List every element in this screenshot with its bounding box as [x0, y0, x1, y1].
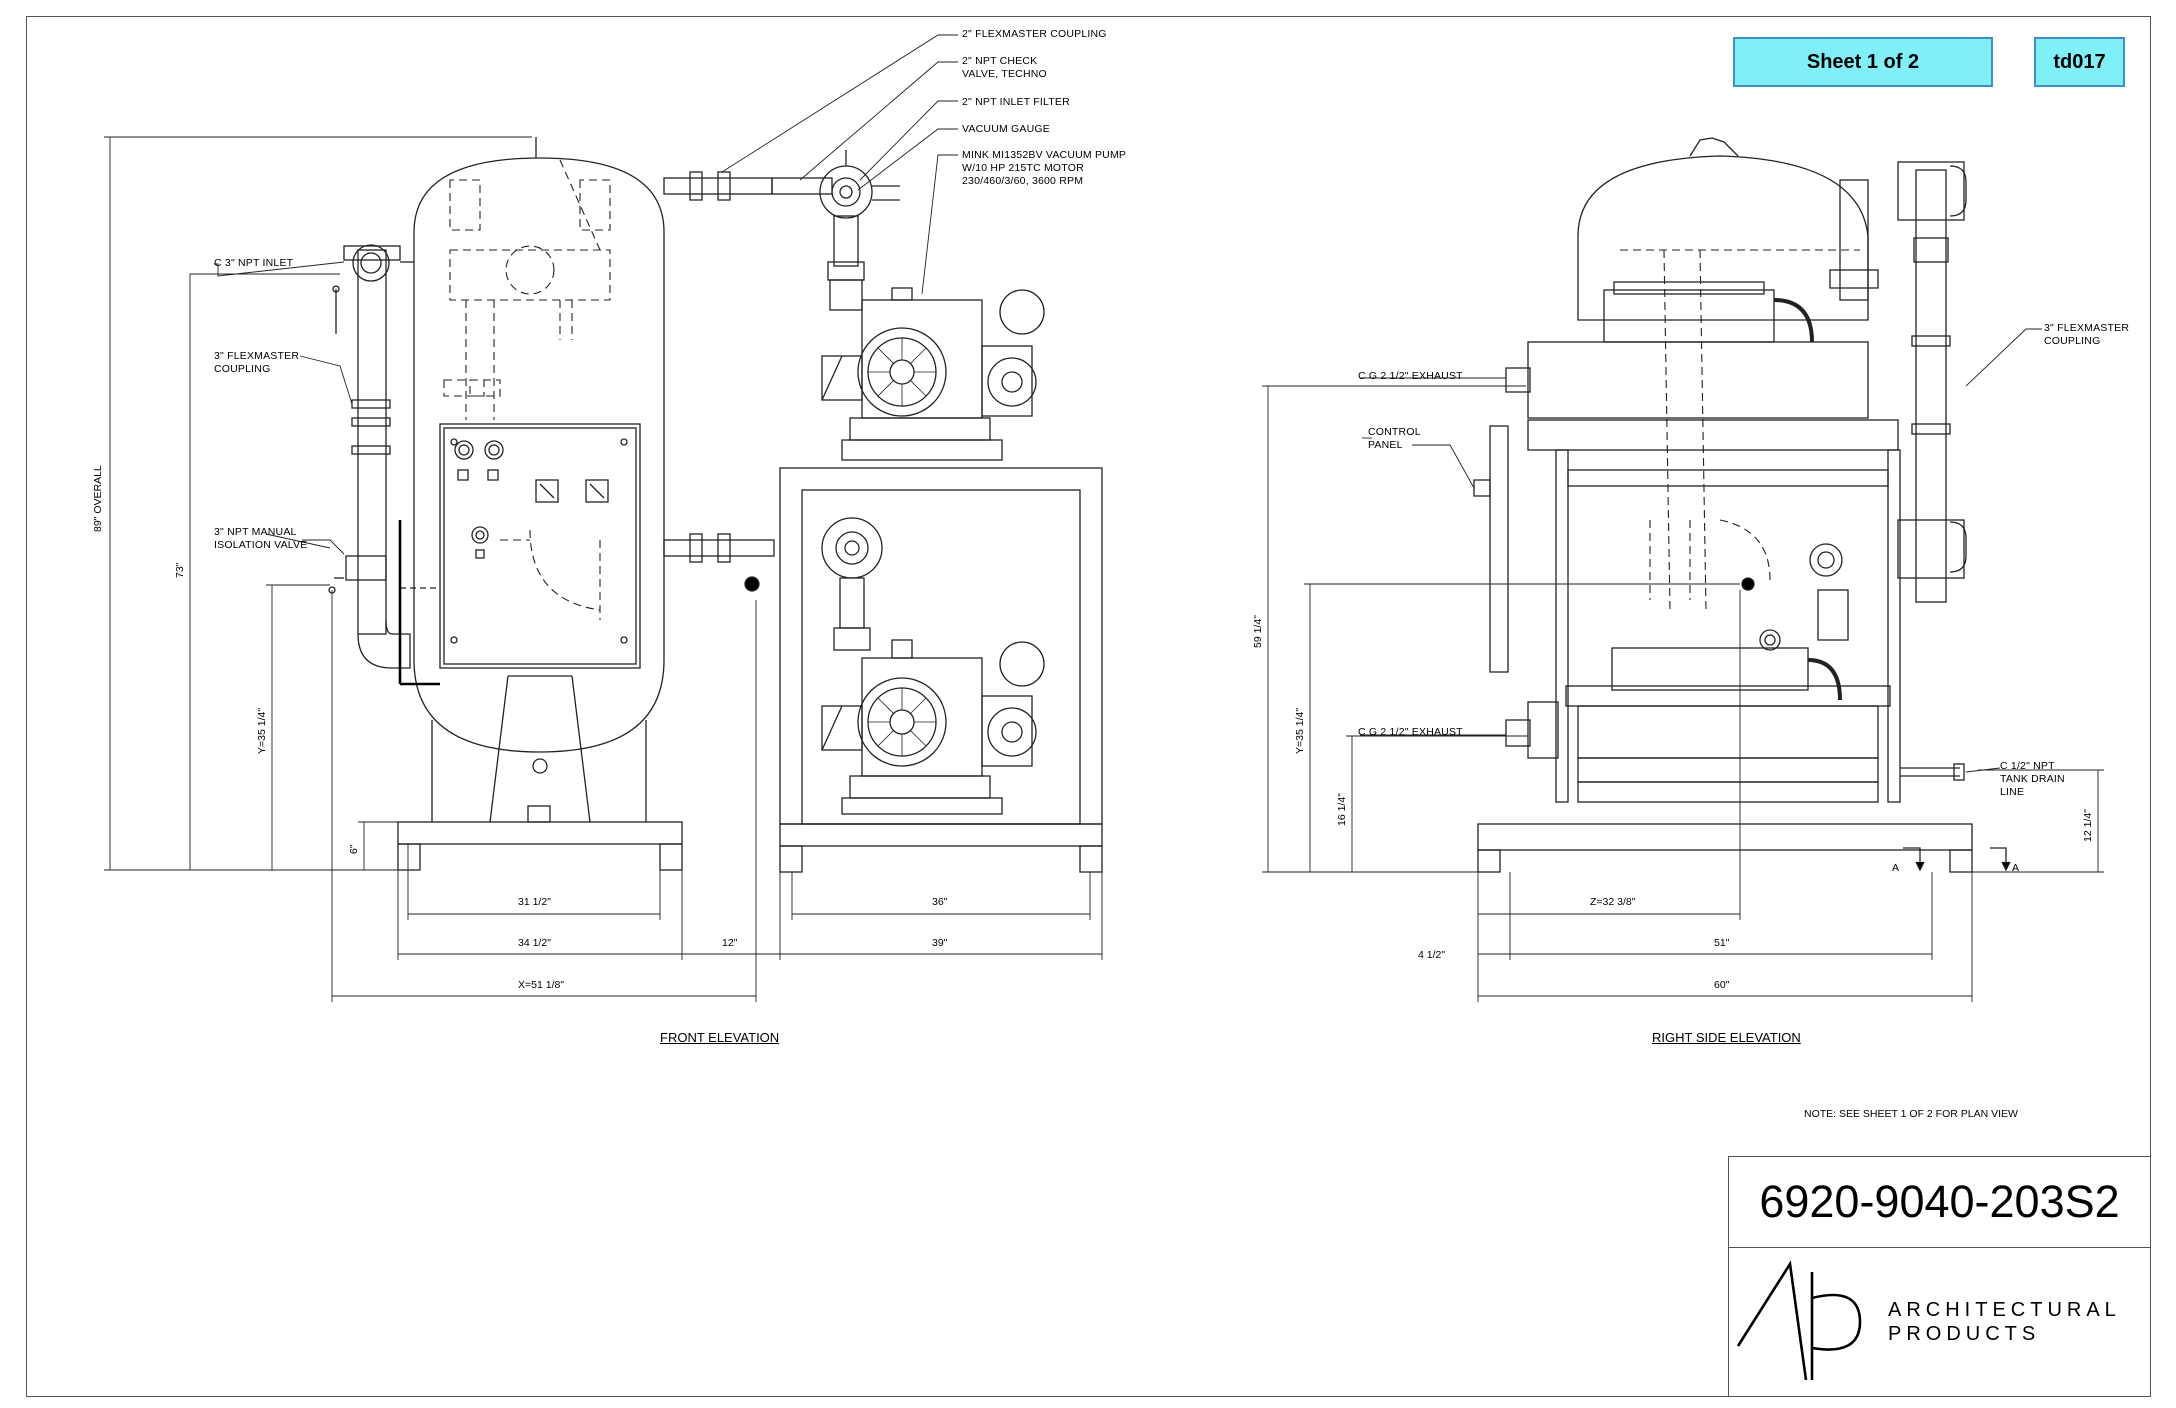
- callout-flexmaster-coupling-3in-side: 3" FLEXMASTER COUPLING: [2044, 322, 2130, 347]
- plan-view-note: NOTE: SEE SHEET 1 OF 2 FOR PLAN VIEW: [1804, 1108, 2018, 1120]
- section-marker-a-left: A: [1892, 862, 1900, 874]
- title-block: [1728, 1156, 2151, 1397]
- dim-39: 39": [932, 937, 948, 949]
- callout-npt-inlet: C 3" NPT INLET: [214, 257, 294, 269]
- section-marker-a-right: A: [2012, 862, 2020, 874]
- dim-overall-height: 89" OVERALL: [92, 465, 104, 532]
- front-leaders: [214, 34, 958, 555]
- dim-73: 73": [174, 562, 186, 578]
- dim-y-side: Y=35 1/4": [1294, 707, 1306, 754]
- dim-12-25: 12 1/4": [2082, 809, 2094, 842]
- callout-flexmaster-coupling-2in: 2" FLEXMASTER COUPLING: [962, 28, 1107, 40]
- callout-exhaust-lower: C G 2 1/2" EXHAUST: [1358, 726, 1463, 738]
- dim-4-5: 4 1/2": [1418, 949, 1446, 961]
- dim-6: 6": [348, 844, 360, 854]
- company-name: ARCHITECTURAL PRODUCTS: [1888, 1299, 2121, 1345]
- company-logo: [1736, 1260, 1862, 1381]
- lower-vacuum-pump: [821, 517, 1045, 815]
- dim-z: Z=32 3/8": [1590, 896, 1636, 908]
- title-block-number-cell: 6920-9040-203S2: [1728, 1156, 2151, 1248]
- dim-59: 59 1/4": [1252, 615, 1264, 648]
- callout-vacuum-pump: MINK MI1352BV VACUUM PUMP W/10 HP 215TC …: [962, 149, 1127, 187]
- upper-vacuum-pump: [821, 287, 1045, 461]
- front-elevation-drawing: [328, 137, 1103, 873]
- callout-exhaust-upper: C G 2 1/2" EXHAUST: [1358, 370, 1463, 382]
- sheet-number: Sheet 1 of 2: [1806, 50, 1920, 73]
- front-elevation-title: FRONT ELEVATION: [660, 1030, 780, 1045]
- callout-tank-drain: C 1/2" NPT TANK DRAIN LINE: [2000, 760, 2065, 798]
- sheet-number-box: Sheet 1 of 2: [1733, 37, 1993, 87]
- callout-inlet-filter: 2" NPT INLET FILTER: [962, 96, 1070, 108]
- sheet-border: [26, 16, 2151, 1397]
- callout-control-panel: CONTROL PANEL: [1368, 426, 1421, 451]
- dim-16: 16 1/4": [1336, 793, 1348, 826]
- callout-check-valve: 2" NPT CHECK VALVE, TECHNO: [962, 55, 1047, 80]
- side-elevation-title: RIGHT SIDE ELEVATION: [1652, 1030, 1801, 1045]
- callout-flexmaster-coupling-3in-front: 3" FLEXMASTER COUPLING: [214, 350, 300, 375]
- dim-12: 12": [722, 937, 738, 949]
- side-dimensions: [1262, 385, 2104, 1002]
- drawing-code-box: td017: [2034, 37, 2125, 87]
- dim-60: 60": [1714, 979, 1730, 991]
- dim-51: 51": [1714, 937, 1730, 949]
- dim-36: 36": [932, 896, 948, 908]
- callout-isolation-valve: 3" NPT MANUAL ISOLATION VALVE: [214, 526, 308, 551]
- dim-31-5: 31 1/2": [518, 896, 551, 908]
- side-leaders: [1360, 328, 2042, 773]
- dim-x-total: X=51 1/8": [518, 979, 565, 991]
- drawing-code: td017: [2053, 50, 2106, 73]
- drawing-number: 6920-9040-203S2: [1759, 1175, 2120, 1227]
- front-dimensions: [104, 136, 1103, 1002]
- dim-34-5: 34 1/2": [518, 937, 551, 949]
- side-elevation-drawing: [1473, 137, 2011, 873]
- dim-y-front: Y=35 1/4": [256, 707, 268, 754]
- callout-vacuum-gauge: VACUUM GAUGE: [962, 123, 1050, 135]
